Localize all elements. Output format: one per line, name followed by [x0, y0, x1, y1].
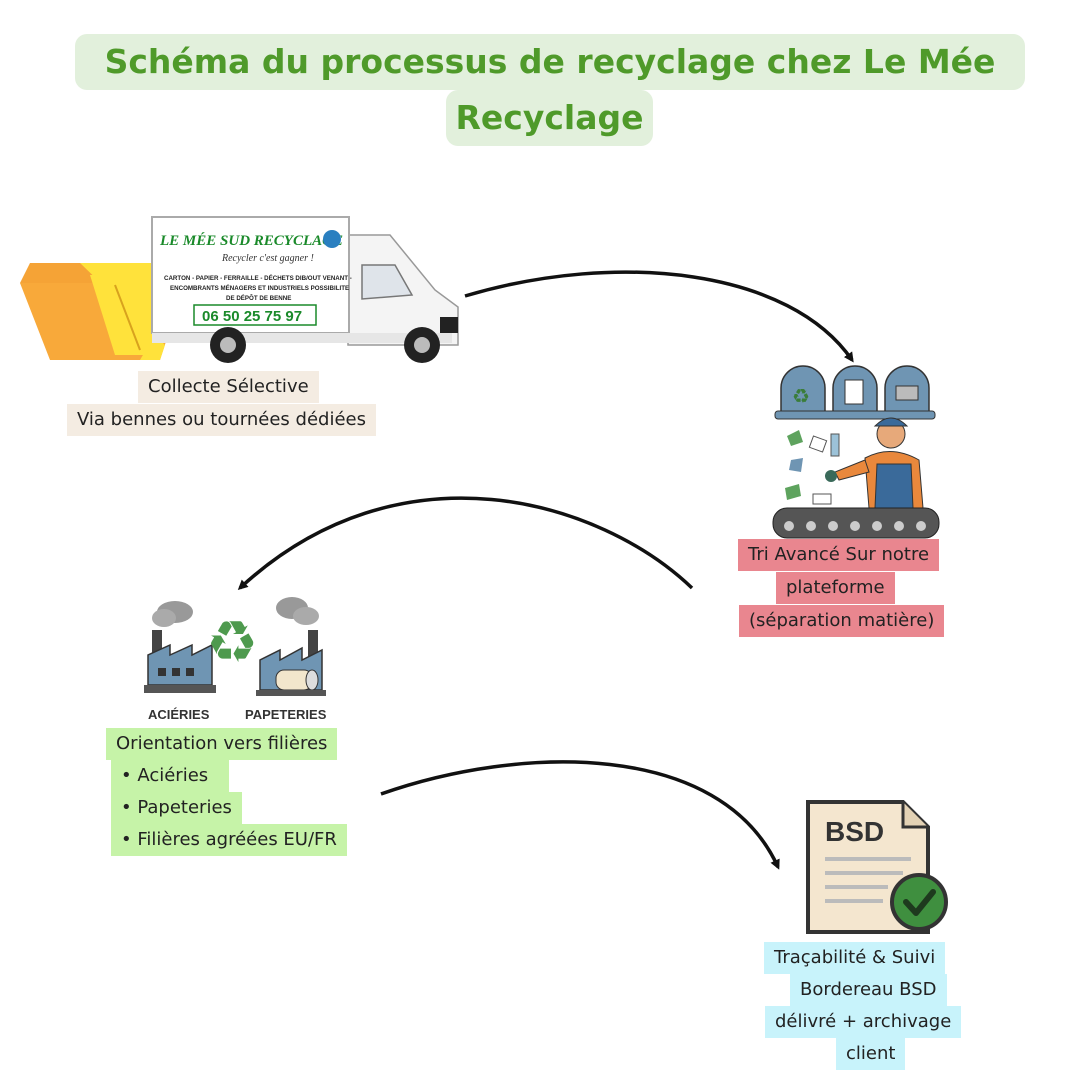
bsd-doc-label: BSD [825, 816, 884, 847]
step-collect-title: Collecte Sélective [138, 371, 319, 403]
page-title-line-2: Recyclage [446, 90, 653, 146]
page-title-line-1: Schéma du processus de recyclage chez Le… [75, 34, 1025, 137]
step-sort-line-3: (séparation matière) [739, 605, 945, 637]
bsd-document-illustration: BSD [806, 800, 948, 934]
arrow-collect-to-sort [464, 270, 854, 363]
factory-label-papeteries: PAPETERIES [245, 707, 327, 722]
sorting-worker-illustration: ♻ [772, 365, 940, 539]
recycle-icon: ♻ [792, 384, 810, 408]
step-sort-line-1: Tri Avancé Sur notre [738, 539, 940, 571]
step-trace-line-3: délivré + archivage [765, 1006, 962, 1038]
step-sort-line-2: plateforme [776, 572, 895, 604]
step-orient-item-2: • Papeteries [111, 792, 242, 824]
truck-services-2: ENCOMBRANTS MÉNAGERS ET INDUSTRIELS POSS… [170, 284, 349, 292]
paper-icon [844, 379, 864, 405]
truck-services-3: DE DÉPÔT DE BENNE [226, 294, 291, 302]
factory-label-acieries: ACIÉRIES [148, 707, 210, 722]
arrow-orient-to-trace [380, 760, 780, 870]
truck-services-1: CARTON - PAPIER - FERRAILLE - DÉCHETS DI… [164, 274, 352, 282]
collection-truck-illustration: LE MÉE SUD RECYCLAGE Recycler c'est gagn… [151, 216, 459, 363]
truck-phone: 06 50 25 75 97 [202, 308, 302, 325]
step-collect-subtitle: Via bennes ou tournées dédiées [67, 404, 376, 436]
metal-icon [895, 385, 919, 401]
step-trace-line-4: client [836, 1038, 906, 1070]
recycle-arrows-icon: ♻ [206, 608, 258, 676]
step-trace-line-1: Traçabilité & Suivi [764, 942, 946, 974]
truck-slogan: Recycler c'est gagner ! [221, 253, 314, 264]
arrow-sort-to-orient [237, 496, 694, 591]
factories-illustration: ♻ [144, 597, 326, 696]
globe-icon [323, 230, 341, 248]
truck-brand: LE MÉE SUD RECYCLAGE [159, 232, 343, 249]
step-orient-item-1: • Aciéries [111, 760, 229, 792]
step-orient-heading: Orientation vers filières [106, 728, 338, 760]
step-orient-item-3: • Filières agréées EU/FR [111, 824, 347, 856]
check-icon [890, 873, 948, 931]
step-trace-line-2: Bordereau BSD [790, 974, 947, 1006]
